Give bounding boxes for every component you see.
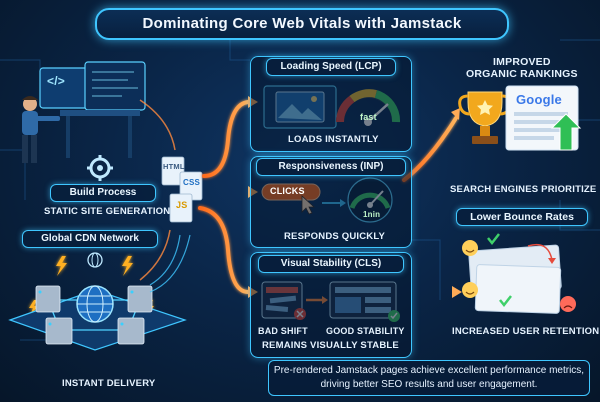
search-engines-label: Search Engines Prioritize bbox=[450, 184, 597, 195]
cls-header: Visual Stability (CLS) bbox=[258, 255, 404, 273]
inp-gauge-label: 1nin bbox=[363, 210, 381, 219]
google-logo: Google bbox=[516, 92, 562, 107]
flow-lines bbox=[139, 99, 176, 281]
build-process-label: Build Process bbox=[50, 184, 156, 202]
static-files-icon bbox=[161, 156, 203, 223]
cls-good-label: Good Stability bbox=[326, 326, 405, 336]
globe-icon bbox=[87, 252, 103, 268]
css-file-label: CSS bbox=[183, 178, 201, 187]
cdn-network-icon bbox=[8, 285, 187, 351]
summary-caption: Pre-rendered Jamstack pages achieve exce… bbox=[268, 360, 590, 396]
cls-bad-label: Bad Shift bbox=[258, 326, 308, 336]
js-file-label: JS bbox=[176, 200, 188, 210]
improved-rankings-label: Improved Organic Rankings bbox=[466, 56, 578, 80]
retention-label: Increased User Retention bbox=[452, 326, 600, 337]
bounce-header: Lower Bounce Rates bbox=[456, 208, 588, 226]
user-retention-icon bbox=[462, 233, 576, 314]
developer-workstation-icon bbox=[22, 61, 146, 163]
lcp-caption: Loads Instantly bbox=[288, 134, 379, 145]
search-results-icon bbox=[505, 85, 582, 151]
lcp-gauge-label: fast bbox=[360, 112, 377, 122]
inp-header: Responsiveness (INP) bbox=[256, 158, 406, 176]
code-editor-glyph: </> bbox=[47, 74, 65, 88]
cdn-network-label: Global CDN Network bbox=[22, 230, 158, 248]
page-title: Dominating Core Web Vitals with Jamstack bbox=[95, 8, 509, 40]
inp-button-label: CLICKS bbox=[270, 186, 305, 196]
lcp-header: Loading Speed (LCP) bbox=[266, 58, 396, 76]
inp-caption: Responds Quickly bbox=[284, 231, 386, 242]
static-generation-label: Static Site Generation bbox=[44, 206, 171, 217]
cls-caption: Remains Visually Stable bbox=[262, 340, 399, 351]
gear-icon bbox=[87, 155, 113, 181]
instant-delivery-label: Instant Delivery bbox=[62, 378, 156, 389]
trophy-icon bbox=[458, 91, 512, 144]
html-file-label: HTML bbox=[163, 162, 185, 171]
